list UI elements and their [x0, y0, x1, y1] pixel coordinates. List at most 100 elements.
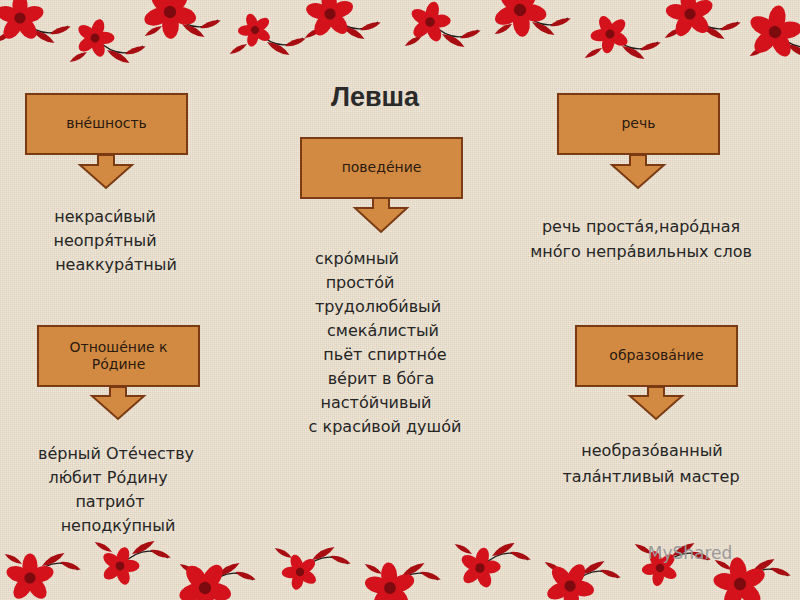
leaf: [329, 553, 352, 566]
trait-text: некраси́вый: [54, 207, 156, 226]
trait-text: патрио́т: [75, 492, 144, 511]
topic-box: поведе́ние: [300, 137, 463, 199]
leaf: [453, 542, 473, 556]
box-label: поведе́ние: [342, 159, 422, 177]
flower-center: [604, 28, 616, 40]
flower-center: [14, 12, 25, 23]
flower: [167, 550, 244, 600]
flower-center: [563, 579, 576, 592]
flower-center: [513, 3, 528, 18]
flower: [488, 0, 552, 43]
trait-text: насто́йчивый: [321, 393, 432, 412]
leaf: [719, 20, 742, 33]
flower-center: [654, 562, 665, 573]
leaf: [284, 36, 307, 49]
topic-box: речь: [557, 93, 720, 155]
flower: [274, 546, 326, 599]
trait-text: тала́нтливый мастер: [562, 467, 739, 486]
box-label: образова́ние: [609, 347, 703, 365]
leaf: [130, 538, 156, 557]
flower-center: [382, 580, 397, 595]
leaf: [105, 47, 131, 66]
leaf: [265, 39, 291, 58]
down-arrow: [355, 198, 407, 232]
trait-text: просто́й: [326, 273, 395, 292]
flower-center: [323, 7, 338, 22]
leaf: [359, 20, 382, 33]
leaf: [599, 567, 622, 580]
leaf: [40, 550, 66, 569]
leaf: [530, 19, 556, 38]
leaf: [490, 540, 516, 559]
box-label: Отноше́ние к Ро́дине: [67, 339, 170, 374]
flower: [70, 13, 120, 62]
flower: [583, 7, 637, 62]
flower-center: [294, 566, 306, 578]
flower-center: [767, 24, 784, 41]
trait-text: с краси́вой душо́й: [309, 417, 462, 436]
trait-text: трудолюби́вый: [315, 297, 441, 316]
leaf: [509, 549, 532, 562]
flower: [408, 0, 453, 45]
flower: [0, 0, 46, 42]
flower-center: [196, 579, 213, 596]
trait-text: ве́рный Оте́честву: [38, 444, 194, 463]
leaf: [124, 44, 147, 57]
trait-text: ве́рит в бо́га: [328, 369, 435, 388]
trait-text: лю́бит Ро́дину: [48, 468, 167, 487]
leaf: [583, 46, 603, 60]
watermark: MyShared: [648, 543, 733, 563]
box-label: вне́шность: [66, 115, 147, 133]
trait-text: мно́го непра́вильных слов: [530, 242, 752, 261]
flower: [738, 0, 800, 69]
trait-text: речь проста́я,наро́дная: [542, 217, 740, 236]
leaf: [363, 562, 383, 576]
leaf: [59, 559, 82, 572]
flower-center: [89, 32, 100, 43]
leaf: [49, 24, 72, 37]
flower: [356, 554, 423, 600]
flower: [132, 0, 209, 50]
leaf: [419, 569, 442, 582]
topic-box: вне́шность: [25, 93, 188, 155]
flower: [95, 541, 145, 590]
flower-center: [161, 3, 178, 20]
flower: [298, 0, 362, 47]
flower-center: [682, 6, 698, 22]
flower: [4, 554, 55, 600]
flower: [458, 545, 503, 592]
topic-box: Отноше́ние к Ро́дине: [37, 325, 200, 387]
leaf: [234, 569, 257, 582]
trait-text: скро́мный: [315, 249, 399, 268]
leaf: [639, 40, 662, 53]
leaf: [3, 552, 23, 566]
leaf: [273, 546, 293, 560]
flower-center: [24, 572, 35, 583]
leaf: [93, 540, 113, 554]
trait-text: неопря́тный: [53, 231, 156, 250]
leaf: [620, 43, 646, 62]
trait-text: необразо́ванный: [581, 441, 722, 460]
down-arrow: [630, 387, 682, 419]
leaf: [199, 18, 222, 31]
flower: [655, 0, 726, 49]
down-arrow: [92, 387, 144, 419]
leaf: [149, 547, 172, 560]
leaf: [549, 16, 572, 29]
leaf: [459, 28, 482, 41]
leaf: [310, 544, 336, 563]
flower-center: [475, 563, 485, 573]
flower: [541, 556, 599, 600]
trait-text: неаккура́тный: [55, 255, 177, 274]
leaf: [68, 50, 88, 64]
flower-center: [425, 17, 435, 27]
topic-box: образова́ние: [575, 325, 738, 387]
trait-text: смека́листый: [327, 321, 439, 340]
box-label: речь: [621, 115, 655, 133]
flower-center: [114, 560, 125, 571]
leaf: [769, 565, 792, 578]
trait-text: неподку́пный: [61, 516, 176, 535]
flower: [231, 5, 280, 54]
down-arrow: [612, 155, 664, 188]
leaf: [440, 31, 466, 50]
